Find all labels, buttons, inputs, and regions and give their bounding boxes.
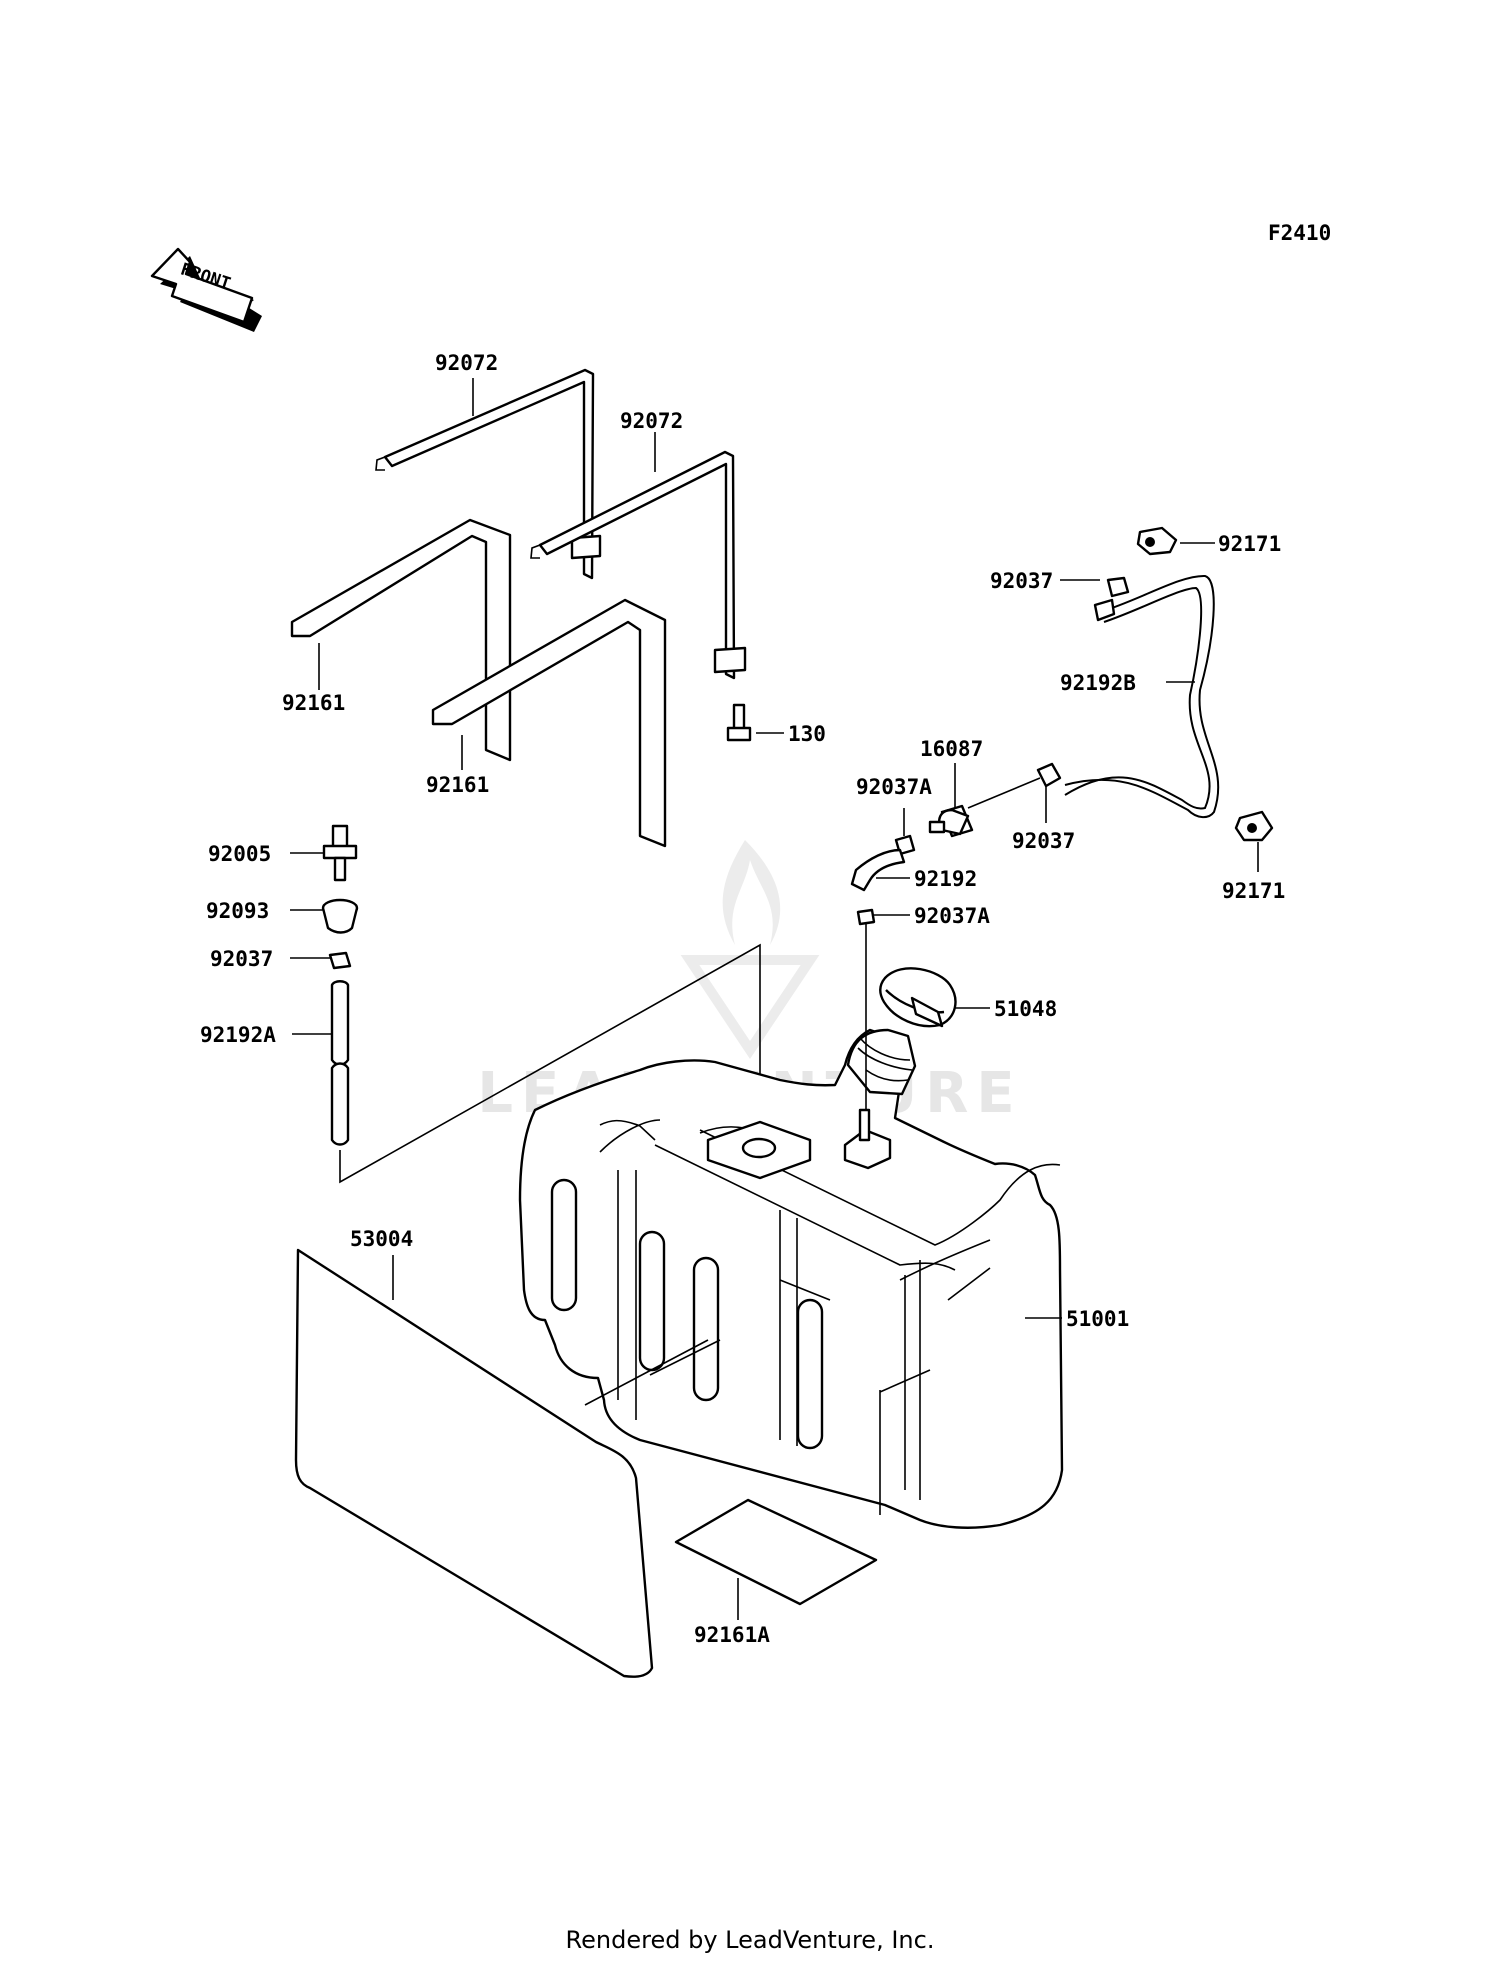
callout-51048: 51048: [994, 997, 1057, 1021]
callout-92192: 92192: [914, 867, 977, 891]
grommet-92093: [321, 898, 359, 934]
leader-vent-to-tank: [339, 943, 761, 1184]
callout-92072-upper: 92072: [435, 351, 498, 375]
clamp-92037A-lower: [856, 908, 876, 926]
callout-53004: 53004: [350, 1227, 413, 1251]
callout-92171-top: 92171: [1218, 532, 1281, 556]
watermark-flame-icon: [722, 840, 781, 945]
callout-92161A: 92161A: [694, 1623, 770, 1647]
bolt-130: [726, 703, 752, 742]
valve-92005: [322, 824, 358, 882]
leader-panel-to-tank: [584, 1339, 709, 1406]
panel-53004: [294, 1248, 654, 1678]
leader-lines: [290, 378, 1259, 1620]
bracket-92072-lower: [530, 450, 747, 680]
callout-92161-right: 92161: [426, 773, 489, 797]
hose-92192B: [1064, 574, 1220, 818]
fuel-tank-51001: [518, 1028, 1064, 1529]
callout-130: 130: [788, 722, 826, 746]
footer-credit: Rendered by LeadVenture, Inc.: [566, 1926, 935, 1954]
callout-92037A-upper: 92037A: [856, 775, 932, 799]
clamp-92037-left: [328, 951, 352, 970]
callout-92093: 92093: [206, 899, 269, 923]
strap-92161-left: [290, 518, 512, 762]
clamp-92037-right: [1036, 762, 1062, 788]
clamp-92037-upper: [1106, 576, 1130, 598]
callout-92037-left: 92037: [210, 947, 273, 971]
callout-51001: 51001: [1066, 1307, 1129, 1331]
callout-92037-right: 92037: [1012, 829, 1075, 853]
callout-92005: 92005: [208, 842, 271, 866]
hose-92192A: [330, 980, 350, 1146]
diagram-code: F2410: [1268, 221, 1331, 245]
callout-92192B: 92192B: [1060, 671, 1136, 695]
pad-92161A: [674, 1498, 878, 1606]
fuel-filter-16087: [928, 777, 1041, 838]
bracket-92072-upper: [375, 368, 602, 580]
callout-92037A-lower: 92037A: [914, 904, 990, 928]
callout-92171-bottom: 92171: [1222, 879, 1285, 903]
clamp-92171-bottom: [1234, 810, 1274, 842]
callout-92037-upper: 92037: [990, 569, 1053, 593]
leader-panel-to-tank-2: [649, 1339, 721, 1376]
watermark-v-icon: [680, 955, 820, 1060]
strap-92161-right: [431, 598, 667, 848]
front-arrow-icon: FRONT: [150, 247, 262, 332]
hose-92192: [850, 848, 906, 892]
callout-92161-left: 92161: [282, 691, 345, 715]
callout-92072-lower: 92072: [620, 409, 683, 433]
callout-16087: 16087: [920, 737, 983, 761]
callout-92192A: 92192A: [200, 1023, 276, 1047]
clamp-92171-top: [1136, 526, 1178, 556]
fuel-cap-51048: [879, 967, 957, 1028]
callout-labels: 92072 92072 92161 92161 130 92171 92037 …: [200, 351, 1285, 1647]
